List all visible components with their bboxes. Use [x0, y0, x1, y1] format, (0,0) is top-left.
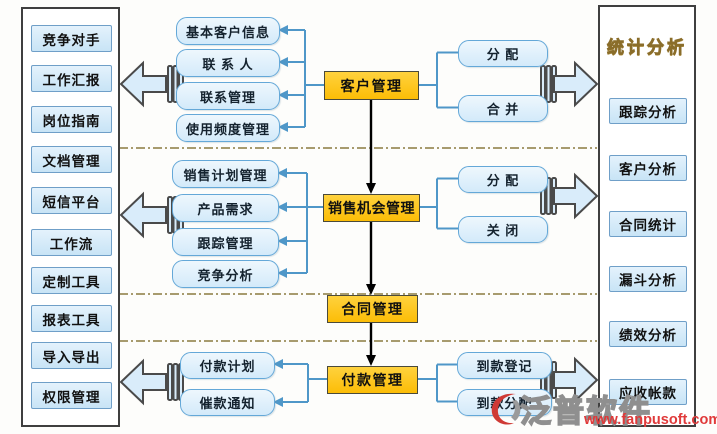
connector-payment-children — [273, 359, 327, 407]
customer-child-usage-freq: 使用频度管理 — [176, 114, 280, 142]
block-arrows-left — [119, 60, 184, 406]
flow-arrowhead-3 — [366, 355, 376, 366]
stat-item-performance: 绩效分析 — [609, 321, 687, 347]
connector-sales-actions — [418, 177, 458, 230]
block-arrow-left-3 — [119, 358, 184, 406]
node-sales-opportunity-mgmt: 销售机会管理 — [323, 194, 420, 222]
statistics-panel: 统计分析 跟踪分析 客户分析 合同统计 漏斗分析 绩效分析 应收帐款 — [598, 5, 696, 427]
flow-arrowhead-1 — [366, 183, 376, 194]
stat-item-contract-stats: 合同统计 — [609, 211, 687, 237]
tools-item-report-tools: 报表工具 — [31, 305, 112, 332]
dashed-separators — [119, 147, 597, 342]
payment-action-receipt-register: 到款登记 — [457, 352, 552, 379]
tools-item-import-export: 导入导出 — [31, 342, 112, 369]
block-arrow-right-1 — [540, 60, 599, 108]
stat-item-receivables: 应收帐款 — [609, 379, 687, 405]
stat-item-track-analysis: 跟踪分析 — [609, 98, 687, 124]
customer-child-contacts: 联 系 人 — [176, 49, 280, 77]
connector-customer-actions — [417, 51, 458, 109]
flow-arrows-down — [366, 98, 376, 366]
payment-child-reminder: 催款通知 — [180, 389, 275, 416]
sales-action-assign: 分 配 — [458, 166, 548, 193]
connector-sales-children — [277, 168, 323, 278]
sales-child-plan-mgmt: 销售计划管理 — [172, 160, 279, 188]
block-arrow-right-2 — [540, 172, 599, 220]
tools-item-post-guide: 岗位指南 — [31, 106, 112, 133]
tools-item-permission: 权限管理 — [31, 382, 112, 409]
tools-item-sms-platform: 短信平台 — [31, 187, 112, 214]
sales-child-product-need: 产品需求 — [172, 194, 279, 222]
block-arrow-left-1 — [119, 60, 184, 108]
connector-payment-actions — [416, 363, 457, 403]
customer-child-contact-mgmt: 联系管理 — [176, 82, 280, 110]
sales-child-competition: 竞争分析 — [172, 260, 279, 288]
tools-item-custom-tools: 定制工具 — [31, 267, 112, 294]
sales-child-track-mgmt: 跟踪管理 — [172, 228, 279, 256]
stat-item-customer-analysis: 客户分析 — [609, 155, 687, 181]
connector-customer-children — [278, 25, 324, 132]
sales-action-close: 关 闭 — [458, 216, 548, 243]
node-payment-mgmt: 付款管理 — [327, 366, 418, 394]
node-customer-mgmt: 客户管理 — [324, 71, 419, 100]
tools-panel: 竞争对手 工作汇报 岗位指南 文档管理 短信平台 工作流 定制工具 报表工具 导… — [21, 7, 120, 427]
node-contract-mgmt: 合同管理 — [327, 295, 418, 323]
stat-item-funnel-analysis: 漏斗分析 — [609, 266, 687, 292]
customer-action-assign: 分 配 — [458, 40, 548, 67]
tools-item-workflow: 工作流 — [31, 229, 112, 256]
customer-action-merge: 合 并 — [458, 95, 548, 122]
flow-arrowhead-2 — [366, 284, 376, 295]
tools-item-competitors: 竞争对手 — [31, 25, 112, 52]
payment-action-receipt-assign: 到款分配 — [457, 389, 552, 416]
block-arrows-right — [540, 60, 599, 404]
tools-item-work-report: 工作汇报 — [31, 65, 112, 92]
tools-item-doc-mgmt: 文档管理 — [31, 146, 112, 173]
customer-child-basic-info: 基本客户信息 — [176, 17, 280, 45]
payment-child-pay-plan: 付款计划 — [180, 352, 275, 379]
statistics-title: 统计分析 — [607, 38, 687, 58]
